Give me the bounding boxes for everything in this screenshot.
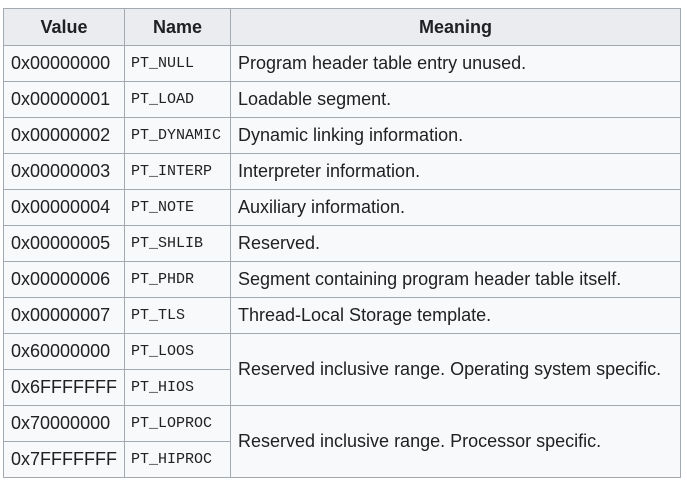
table-row: 0x00000005 PT_SHLIB Reserved.	[3, 225, 681, 262]
meaning-cell: Reserved.	[230, 225, 681, 262]
value-cell: 0x00000002	[3, 117, 125, 154]
name-cell: PT_HIOS	[124, 369, 231, 406]
value-cell: 0x60000000	[3, 333, 125, 370]
value-cell: 0x00000003	[3, 153, 125, 190]
table-row: 0x70000000 PT_LOPROC Reserved inclusive …	[3, 405, 681, 478]
name-cell: PT_TLS	[124, 297, 231, 334]
value-cell: 0x7FFFFFFF	[3, 441, 125, 478]
meaning-cell: Loadable segment.	[230, 81, 681, 118]
table-row: 0x00000006 PT_PHDR Segment containing pr…	[3, 261, 681, 298]
value-cell: 0x00000007	[3, 297, 125, 334]
name-cell: PT_INTERP	[124, 153, 231, 190]
value-cell: 0x00000006	[3, 261, 125, 298]
table-header-row: Value Name Meaning	[3, 8, 681, 46]
name-cell: PT_DYNAMIC	[124, 117, 231, 154]
column-header-name: Name	[124, 8, 231, 46]
table-row: 0x7FFFFFFF PT_HIPROC	[3, 441, 681, 478]
program-header-types-table: Value Name Meaning 0x00000000 PT_NULL Pr…	[3, 8, 681, 478]
name-cell: PT_PHDR	[124, 261, 231, 298]
table-row: 0x00000000 PT_NULL Program header table …	[3, 45, 681, 82]
meaning-cell: Interpreter information.	[230, 153, 681, 190]
meaning-cell: Auxiliary information.	[230, 189, 681, 226]
name-cell: PT_NULL	[124, 45, 231, 82]
value-cell: 0x70000000	[3, 405, 125, 442]
column-header-value: Value	[3, 8, 125, 46]
meaning-cell: Dynamic linking information.	[230, 117, 681, 154]
value-cell: 0x6FFFFFFF	[3, 369, 125, 406]
meaning-cell: Thread-Local Storage template.	[230, 297, 681, 334]
meaning-cell: Reserved inclusive range. Operating syst…	[230, 333, 681, 406]
table-row: 0x00000004 PT_NOTE Auxiliary information…	[3, 189, 681, 226]
table-row: 0x00000002 PT_DYNAMIC Dynamic linking in…	[3, 117, 681, 154]
meaning-cell: Segment containing program header table …	[230, 261, 681, 298]
value-cell: 0x00000004	[3, 189, 125, 226]
meaning-cell: Program header table entry unused.	[230, 45, 681, 82]
value-cell: 0x00000005	[3, 225, 125, 262]
value-cell: 0x00000001	[3, 81, 125, 118]
table-row: 0x60000000 PT_LOOS Reserved inclusive ra…	[3, 333, 681, 406]
column-header-meaning: Meaning	[230, 8, 681, 46]
name-cell: PT_LOPROC	[124, 405, 231, 442]
table-row: 0x00000003 PT_INTERP Interpreter informa…	[3, 153, 681, 190]
name-cell: PT_LOAD	[124, 81, 231, 118]
meaning-cell: Reserved inclusive range. Processor spec…	[230, 405, 681, 478]
name-cell: PT_HIPROC	[124, 441, 231, 478]
table-row: 0x00000007 PT_TLS Thread-Local Storage t…	[3, 297, 681, 334]
table-row: 0x6FFFFFFF PT_HIOS	[3, 369, 681, 406]
table-row: 0x00000001 PT_LOAD Loadable segment.	[3, 81, 681, 118]
name-cell: PT_NOTE	[124, 189, 231, 226]
name-cell: PT_SHLIB	[124, 225, 231, 262]
value-cell: 0x00000000	[3, 45, 125, 82]
name-cell: PT_LOOS	[124, 333, 231, 370]
